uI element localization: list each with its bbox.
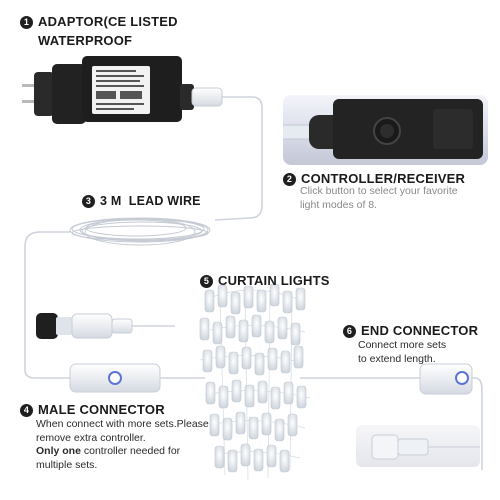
number-badge: 2	[283, 173, 296, 186]
end-desc-line2: to extend length.	[358, 352, 436, 365]
male-connector-description: When connect with more sets.Please remov…	[36, 418, 209, 472]
male-desc-line1: When connect with more sets.Please	[36, 418, 209, 430]
adaptor-title-line2: WATERPROOF	[38, 33, 133, 48]
controller-photo	[283, 95, 488, 165]
lead-wire-title: 3 3 M LEAD WIRE	[82, 194, 201, 208]
controller-receiver-image	[283, 99, 483, 159]
end-connector-title: 6 END CONNECTOR	[343, 323, 478, 338]
curtain-lights-title: 5 CURTAIN LIGHTS	[200, 273, 330, 288]
controller-title: 2 CONTROLLER/RECEIVER	[283, 171, 465, 186]
number-badge: 5	[200, 275, 213, 288]
male-desc-bold: Only one	[36, 445, 81, 457]
number-badge: 3	[82, 195, 95, 208]
curtain-lights-title-text: CURTAIN LIGHTS	[218, 273, 330, 288]
adaptor-title: 1 ADAPTOR(CE LISTED	[20, 14, 178, 29]
male-desc-line3: Only one controller needed for	[36, 445, 209, 459]
controller-title-text: CONTROLLER/RECEIVER	[301, 171, 466, 186]
controller-desc-line2: light modes of 8.	[300, 198, 378, 211]
end-connector-closeup-image	[371, 434, 480, 460]
male-connector-parts	[36, 313, 161, 393]
male-connector-title-text: MALE CONNECTOR	[38, 402, 165, 417]
wire-path	[24, 96, 483, 470]
lead-wire-title-text: 3 M LEAD WIRE	[100, 194, 201, 208]
male-desc-rest: controller needed for	[80, 445, 181, 457]
end-desc-line1: Connect more sets	[358, 339, 447, 351]
number-badge: 1	[20, 16, 33, 29]
male-desc-line4: multiple sets.	[36, 458, 98, 471]
male-connector-title: 4 MALE CONNECTOR	[20, 402, 165, 417]
end-connector-description: Connect more sets to extend length.	[358, 339, 446, 366]
curtain-lights-bundle	[199, 283, 311, 481]
adaptor-title-line1: ADAPTOR(CE LISTED	[38, 14, 178, 29]
number-badge: 4	[20, 404, 33, 417]
controller-desc-line1: Click button to select your favorite	[300, 185, 458, 197]
male-desc-line2: remove extra controller.	[36, 431, 146, 444]
controller-description: Click button to select your favorite lig…	[300, 185, 458, 212]
end-connector-title-text: END CONNECTOR	[361, 323, 479, 338]
end-connector-photo	[356, 425, 480, 467]
lead-wire-coil	[69, 217, 211, 246]
adaptor-plug	[22, 56, 223, 124]
end-connector-inline	[419, 363, 473, 395]
number-badge: 6	[343, 325, 356, 338]
